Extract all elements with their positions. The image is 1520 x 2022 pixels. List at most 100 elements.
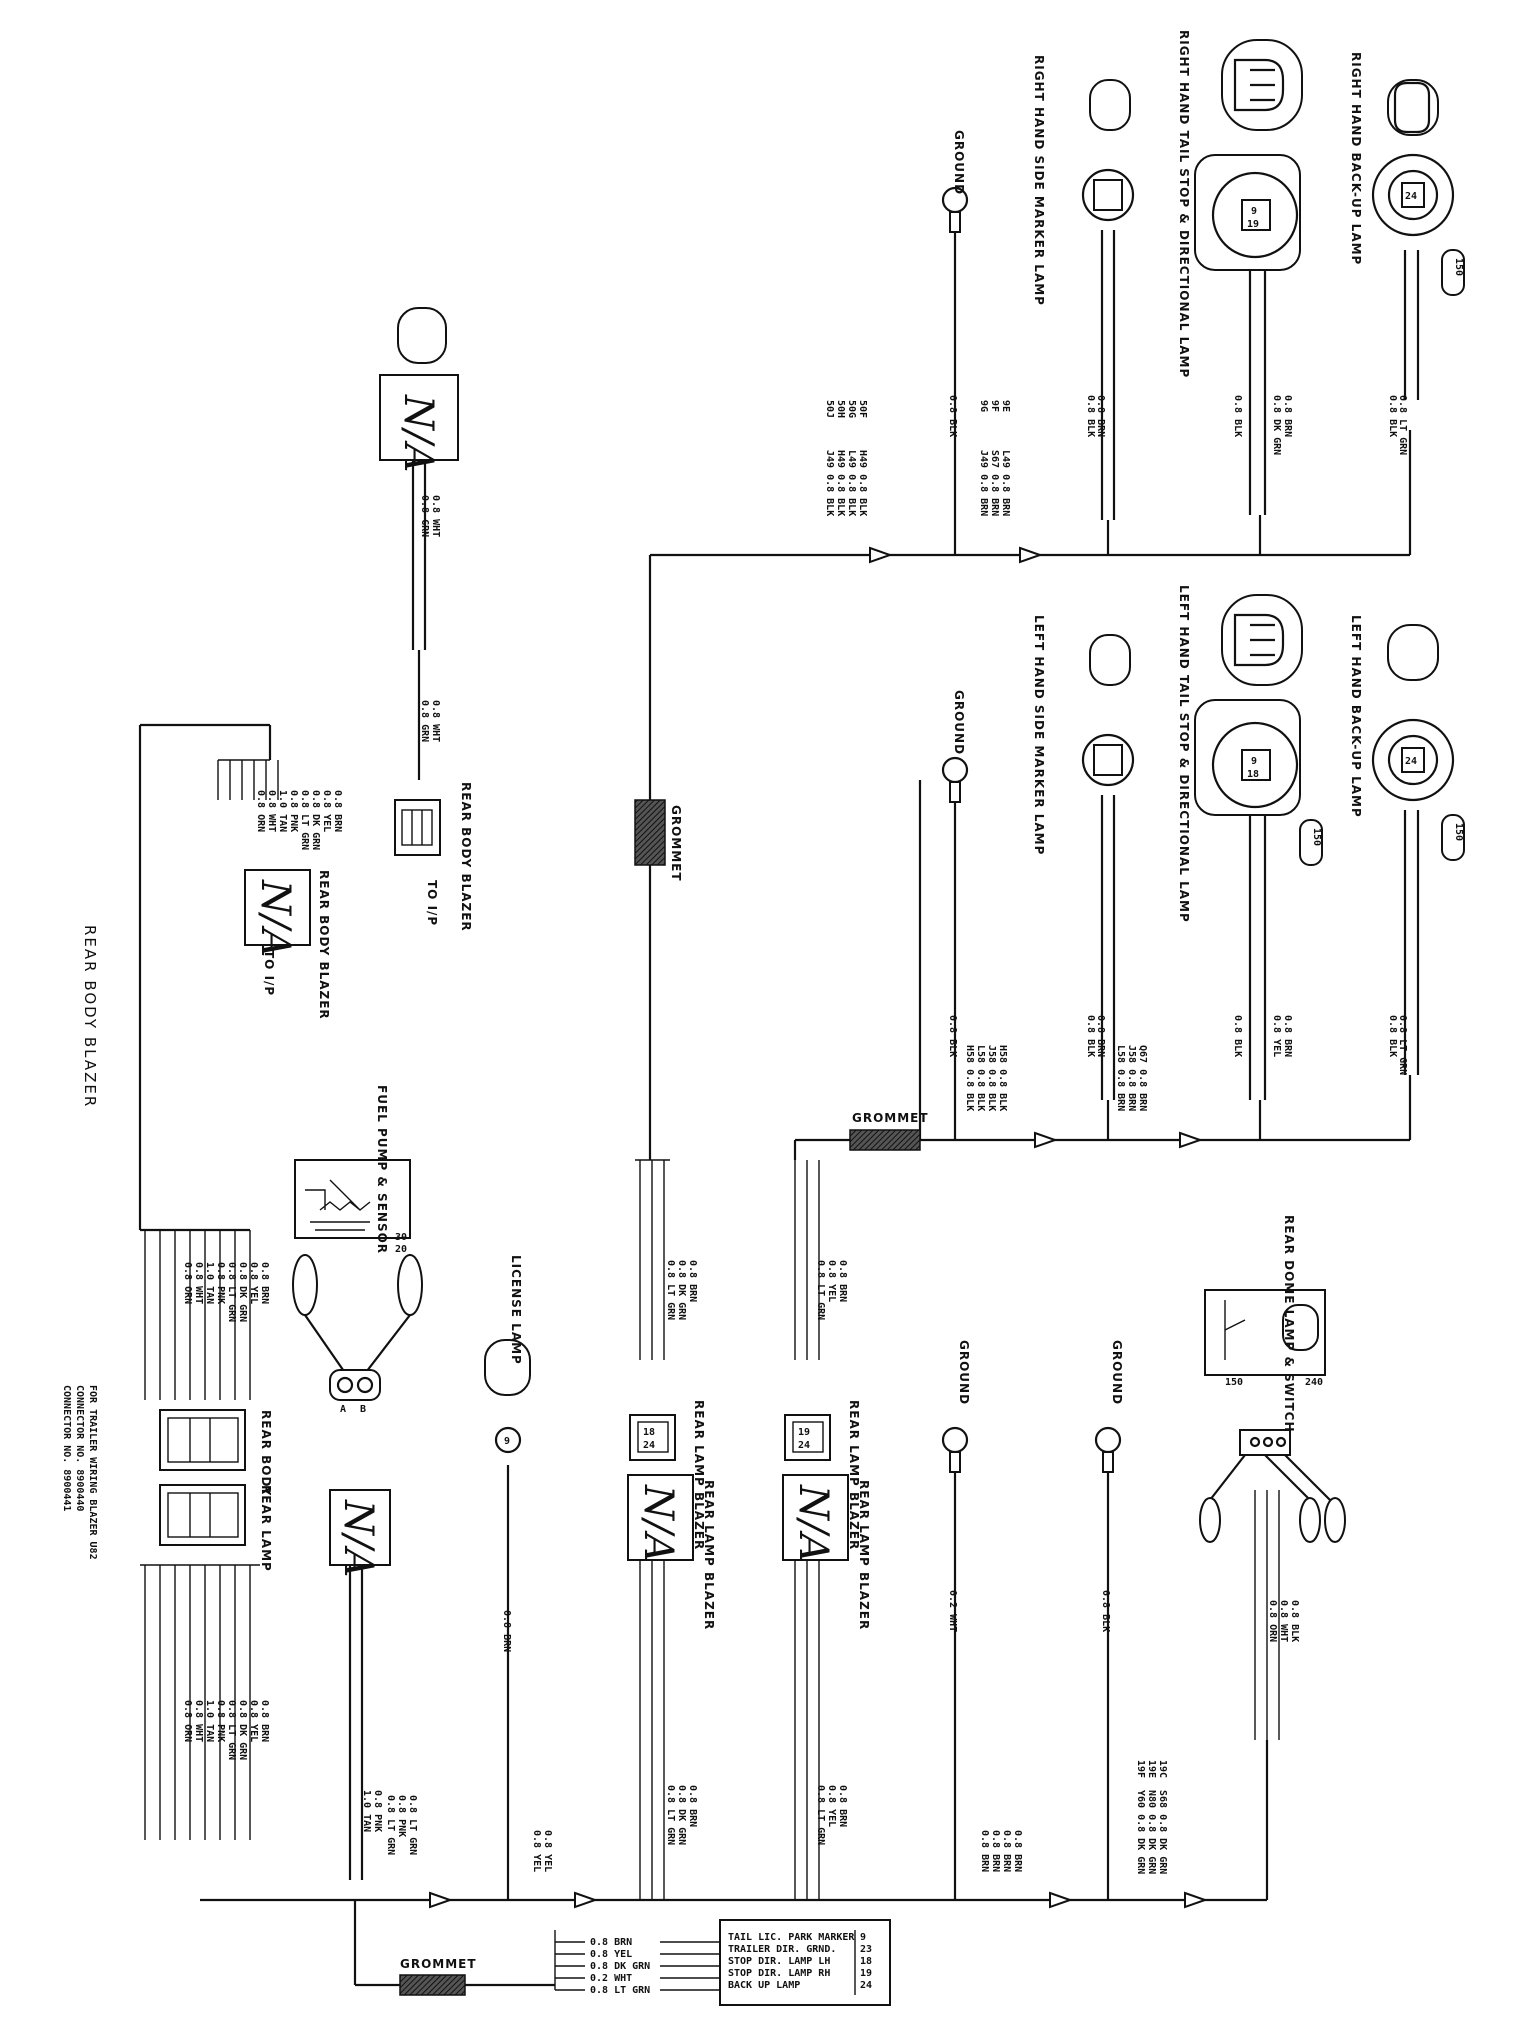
- pin-19: 19: [1247, 219, 1259, 230]
- svg-text:50G: 50G: [846, 400, 857, 418]
- rear-body-connector-bundle: 0.8 BRN 0.8 YEL 0.8 DK GRN 0.8 LT GRN 0.…: [138, 723, 343, 1230]
- rh-side-marker-lamp: [1081, 79, 1135, 555]
- svg-text:24: 24: [860, 1980, 872, 1991]
- svg-text:GROUND: GROUND: [952, 690, 966, 755]
- svg-text:0.8 YEL: 0.8 YEL: [826, 1785, 837, 1827]
- fuel-pump-sensor: 30 20 A B FUEL PUMP & SENSOR: [292, 1085, 423, 1415]
- svg-text:S68 0.8 DK GRN: S68 0.8 DK GRN: [1157, 1790, 1168, 1874]
- bottom-splice-3: [1049, 1891, 1074, 1909]
- svg-text:1.0 TAN: 1.0 TAN: [277, 790, 288, 832]
- bottom-splice-2: [574, 1891, 599, 1909]
- svg-text:0.8 PNK: 0.8 PNK: [215, 1700, 226, 1742]
- svg-text:0.8 GRN: 0.8 GRN: [419, 495, 430, 537]
- bundle-lines: [217, 760, 279, 800]
- svg-text:REAR BODY: REAR BODY: [259, 1410, 273, 1496]
- svg-text:0.8 BRN: 0.8 BRN: [501, 1610, 512, 1652]
- trailer-notes: FOR TRAILER WIRING BLAZER U82 CONNECTOR …: [61, 1385, 98, 1560]
- ground-wht: GROUND 0.2 WHT: [941, 1340, 971, 1900]
- svg-text:0.8 BLK: 0.8 BLK: [1232, 1015, 1243, 1057]
- na-top-component: N/A 0.8 WHT 0.8 GRN 0.8 WHT 0.8 GRN: [379, 307, 459, 780]
- svg-text:24: 24: [643, 1440, 655, 1451]
- svg-text:TRAILER DIR. GRND.: TRAILER DIR. GRND.: [728, 1944, 836, 1955]
- svg-text:L58 0.8 BLK: L58 0.8 BLK: [975, 1045, 986, 1111]
- svg-text:9: 9: [504, 1436, 510, 1447]
- svg-text:STOP DIR. LAMP LH: STOP DIR. LAMP LH: [728, 1956, 830, 1967]
- svg-text:REAR LAMP BLAZER: REAR LAMP BLAZER: [692, 1400, 706, 1550]
- svg-text:150: 150: [1453, 823, 1464, 841]
- svg-text:0.8 LT GRN: 0.8 LT GRN: [299, 790, 310, 850]
- svg-text:0.8 PNK: 0.8 PNK: [372, 1790, 383, 1832]
- rh-side-wire-2: 0.8 BLK: [1085, 395, 1096, 437]
- svg-text:19C: 19C: [1157, 1760, 1168, 1778]
- svg-text:0.8 DK GRN: 0.8 DK GRN: [310, 790, 321, 850]
- svg-text:0.8 YEL: 0.8 YEL: [248, 1262, 259, 1304]
- mid-bundle-1: 0.8 BRN 0.8 DK GRN 0.8 LT GRN: [635, 1159, 698, 1360]
- svg-text:0.8 BRN: 0.8 BRN: [259, 1262, 270, 1304]
- svg-text:L49 0.8 BRN: L49 0.8 BRN: [1000, 450, 1011, 516]
- svg-text:0.8 BLK: 0.8 BLK: [1100, 1590, 1111, 1632]
- rh-ground: [941, 186, 969, 555]
- svg-text:0.8 BLK: 0.8 BLK: [1085, 1015, 1096, 1057]
- svg-text:9E: 9E: [1000, 400, 1011, 412]
- svg-text:0.8 BLK: 0.8 BLK: [947, 1015, 958, 1057]
- svg-text:0.8 BRN: 0.8 BRN: [1012, 1830, 1023, 1872]
- svg-text:19E: 19E: [1146, 1760, 1157, 1778]
- grommet-bottom: [399, 1974, 466, 1996]
- svg-text:0.8 ORN: 0.8 ORN: [1267, 1600, 1278, 1642]
- legend: 0.8 BRN 0.8 YEL 0.8 DK GRN 0.2 WHT 0.8 L…: [555, 1919, 891, 2006]
- svg-text:FUEL PUMP & SENSOR: FUEL PUMP & SENSOR: [375, 1085, 389, 1254]
- svg-text:CONNECTOR NO. 8900440: CONNECTOR NO. 8900440: [74, 1385, 85, 1511]
- bottom-splice-4: [1184, 1891, 1209, 1909]
- page-title: REAR BODY BLAZER: [81, 925, 99, 1108]
- svg-text:0.8 YEL: 0.8 YEL: [826, 1260, 837, 1302]
- svg-text:50F: 50F: [857, 400, 868, 418]
- grommet-lh-label: GROMMET: [852, 1111, 929, 1125]
- svg-text:0.8 DK GRN: 0.8 DK GRN: [237, 1700, 248, 1760]
- left-harness-lines: [144, 1230, 251, 1400]
- svg-text:150: 150: [1311, 828, 1322, 846]
- svg-text:0.8 LT GRN: 0.8 LT GRN: [815, 1260, 826, 1320]
- rh-backup-wire-2: 0.8 BLK: [1387, 395, 1398, 437]
- grommet-main: [634, 799, 666, 866]
- svg-text:REAR DOME LAMP & SWITCH: REAR DOME LAMP & SWITCH: [1282, 1215, 1296, 1433]
- svg-text:0.8 GRN: 0.8 GRN: [419, 700, 430, 742]
- grommet-lh: [849, 1129, 921, 1151]
- svg-text:J49 0.8 BLK: J49 0.8 BLK: [824, 450, 835, 516]
- mid-bundle-2: 0.8 BRN 0.8 YEL 0.8 LT GRN: [794, 1160, 848, 1360]
- svg-text:23: 23: [860, 1944, 872, 1955]
- svg-text:30: 30: [395, 1232, 407, 1243]
- lh-tail-label: LEFT HAND TAIL STOP & DIRECTIONAL LAMP: [1177, 585, 1191, 923]
- svg-text:REAR BODY BLAZER: REAR BODY BLAZER: [459, 782, 473, 932]
- svg-text:FOR TRAILER WIRING BLAZER U82: FOR TRAILER WIRING BLAZER U82: [87, 1385, 98, 1560]
- svg-text:0.2 WHT: 0.2 WHT: [590, 1973, 632, 1984]
- svg-text:9F: 9F: [989, 400, 1000, 412]
- svg-text:STOP DIR. LAMP RH: STOP DIR. LAMP RH: [728, 1968, 830, 1979]
- svg-text:TO I/P: TO I/P: [262, 950, 276, 996]
- ground-blk: GROUND 0.8 BLK: [1094, 1340, 1124, 1900]
- lh-splice-a: [1179, 1131, 1204, 1149]
- lh-splice-b: [1034, 1131, 1059, 1149]
- lh-tail-lamp: 9 18 150: [1194, 594, 1323, 1140]
- svg-text:1.0 TAN: 1.0 TAN: [204, 1700, 215, 1742]
- svg-text:TAIL LIC. PARK MARKER: TAIL LIC. PARK MARKER: [728, 1932, 855, 1943]
- svg-text:0.8 LT GRN: 0.8 LT GRN: [665, 1785, 676, 1845]
- svg-text:19: 19: [860, 1968, 872, 1979]
- svg-text:L49 0.8 BLK: L49 0.8 BLK: [846, 450, 857, 516]
- svg-text:0.8 YEL: 0.8 YEL: [1271, 1015, 1282, 1057]
- svg-text:0.8 BLK: 0.8 BLK: [1289, 1600, 1300, 1642]
- svg-text:N80 0.8 DK GRN: N80 0.8 DK GRN: [1146, 1790, 1157, 1874]
- svg-text:0.8 YEL: 0.8 YEL: [248, 1700, 259, 1742]
- rear-lamp-blazer-2: 19 24 REAR LAMP BLAZER N/A REAR LAMP BLA…: [782, 1400, 871, 1900]
- svg-text:0.8 LT GRN: 0.8 LT GRN: [226, 1262, 237, 1322]
- svg-text:19F: 19F: [1135, 1760, 1146, 1778]
- svg-text:0.2 WHT: 0.2 WHT: [947, 1590, 958, 1632]
- svg-text:0.8 BRN: 0.8 BRN: [332, 790, 343, 832]
- svg-text:S67 0.8 BRN: S67 0.8 BRN: [989, 450, 1000, 516]
- svg-text:1.0 TAN: 1.0 TAN: [204, 1262, 215, 1304]
- svg-text:9: 9: [1251, 756, 1257, 767]
- svg-text:24: 24: [798, 1440, 810, 1451]
- svg-text:0.8 YEL: 0.8 YEL: [542, 1830, 553, 1872]
- rh-tail-wire-1: 0.8 BRN: [1282, 395, 1293, 437]
- svg-text:0.8 ORN: 0.8 ORN: [182, 1262, 193, 1304]
- svg-text:0.8 LT GRN: 0.8 LT GRN: [385, 1795, 396, 1855]
